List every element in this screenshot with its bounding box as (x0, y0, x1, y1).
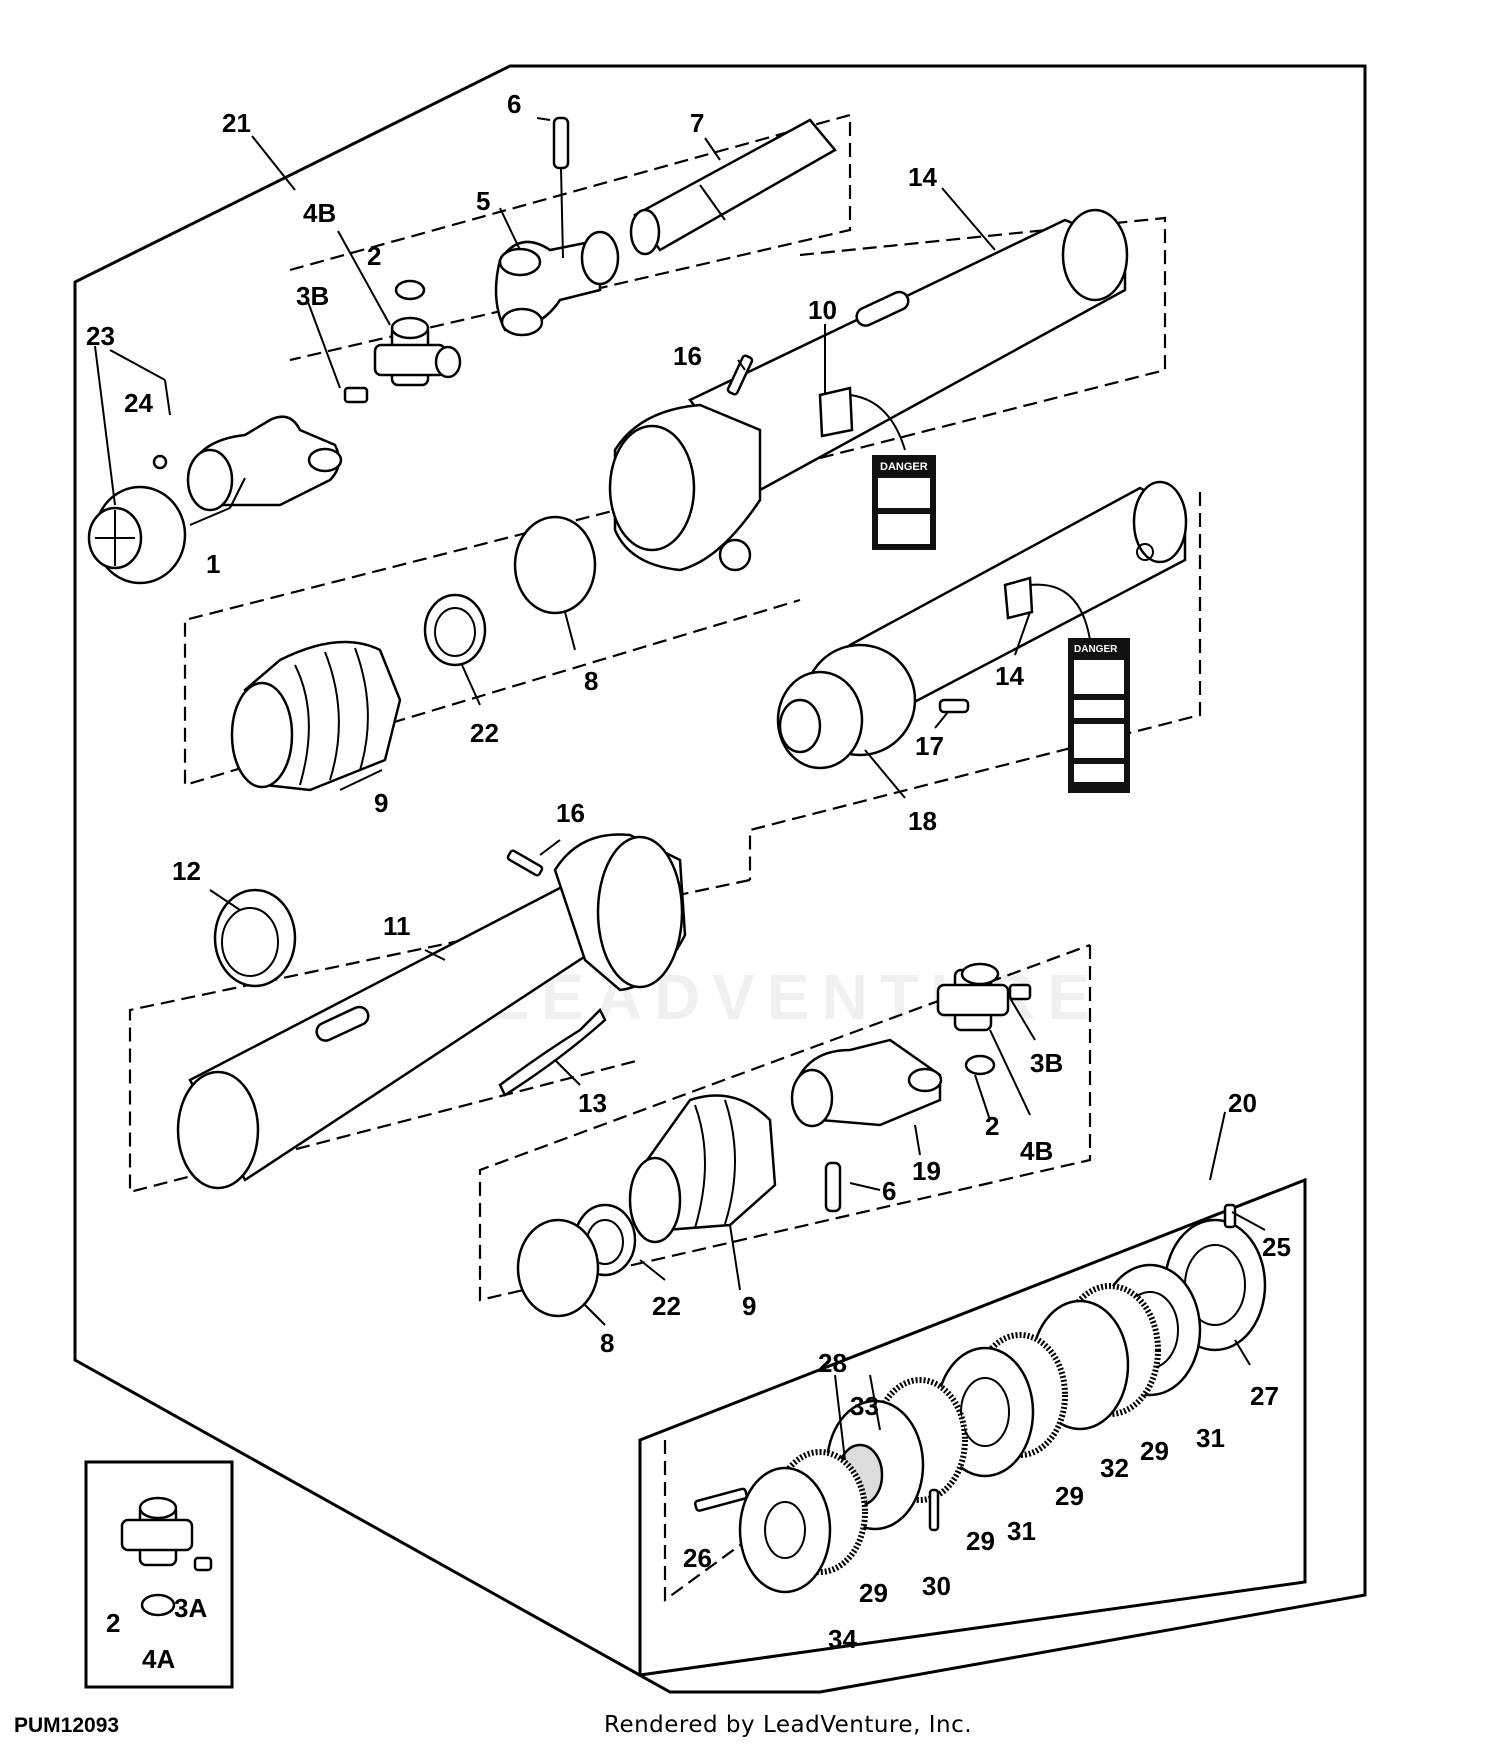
part-8-clamp-upper (513, 515, 597, 615)
callout-31-b: 31 (1007, 1516, 1036, 1546)
guide-inner-tube (748, 492, 1202, 880)
callout-13: 13 (578, 1088, 607, 1118)
part-26-bolt (693, 1487, 748, 1512)
part-2-snap-ring-lower (964, 1054, 996, 1076)
callout-29-b: 29 (1055, 1481, 1084, 1511)
inset-cross-kit (120, 1496, 213, 1617)
part-14-inner-tube (848, 480, 1188, 722)
danger-decal-lower: DANGER (1068, 638, 1130, 793)
part-4b-cross-kit-lower (936, 962, 1010, 1032)
callout-6: 6 (507, 89, 521, 119)
part-3b-grease-fitting-lower (1008, 983, 1032, 1001)
part-5-yoke (494, 230, 620, 337)
callout-11: 11 (383, 911, 411, 941)
part-9-bellows-upper (230, 640, 402, 792)
callout-25: 25 (1262, 1232, 1291, 1262)
part-3b-grease-fitting (343, 386, 369, 404)
guide-lower-yoke (478, 943, 1092, 1302)
callout-14-inner: 14 (995, 661, 1024, 691)
callout-14: 14 (908, 162, 937, 192)
callout-29: 29 (1140, 1436, 1169, 1466)
part-30-pin (928, 1488, 940, 1532)
svg-text:DANGER: DANGER (1074, 644, 1118, 655)
inset-cross-kit-box (84, 1460, 234, 1689)
part-25-bolt (1223, 1203, 1237, 1229)
callout-2-inset: 2 (106, 1608, 120, 1638)
part-16-screw-lower (506, 849, 544, 877)
guide-lower-tube (128, 878, 751, 1194)
part-14-outer-guard (608, 208, 1129, 572)
part-12-guard-bearing (213, 888, 297, 988)
callout-16: 16 (673, 341, 702, 371)
part-13-chain (498, 1007, 607, 1097)
callout-26: 26 (683, 1543, 712, 1573)
part-9-bellows-lower (628, 1094, 777, 1244)
danger-decal-upper: DANGER (872, 455, 936, 550)
callout-21: 21 (222, 108, 251, 138)
callout-16-lower: 16 (556, 798, 585, 828)
render-credit: Rendered by LeadVenture, Inc. (604, 1712, 973, 1738)
callout-22: 22 (470, 718, 499, 748)
diagram-id-label: PUM12093 (14, 1714, 120, 1737)
svg-text:DANGER: DANGER (880, 461, 928, 473)
assembly-frame (73, 64, 1367, 1694)
guide-upper-yoke (289, 113, 852, 362)
part-16-screw (726, 354, 754, 396)
part-10-danger-decal (818, 386, 854, 438)
callout-29-c: 29 (966, 1526, 995, 1556)
callout-9: 9 (374, 788, 388, 818)
part-4b-cross-kit (373, 316, 462, 387)
part-6-spring-pin-lower (824, 1161, 842, 1213)
callout-7: 7 (690, 108, 704, 138)
part-11-outer-tube (176, 833, 687, 1190)
callout-33: 33 (850, 1391, 879, 1421)
callout-20: 20 (1228, 1088, 1257, 1118)
callout-17: 17 (915, 731, 944, 761)
part-8-clamp-lower (516, 1218, 600, 1318)
part-6-spring-pin (552, 116, 570, 170)
clutch-subassembly-box (638, 1177, 1307, 1677)
part-24-bearing-ball (152, 454, 168, 470)
callout-8: 8 (584, 666, 598, 696)
part-23-guard-bearing (87, 485, 187, 585)
callout-10: 10 (808, 295, 837, 325)
part-34-flange-yoke (738, 1466, 832, 1594)
callout-34: 34 (828, 1624, 857, 1654)
callout-8-lower: 8 (600, 1328, 614, 1358)
callout-30: 30 (922, 1571, 951, 1601)
callout-3a: 3A (174, 1593, 207, 1623)
callout-4b: 4B (303, 198, 336, 228)
callout-27: 27 (1250, 1381, 1279, 1411)
part-18-bearing-sleeve (776, 643, 917, 770)
callout-19: 19 (912, 1156, 941, 1186)
leader-lines (94, 117, 1266, 1461)
callout-3b: 3B (296, 281, 329, 311)
callout-2: 2 (367, 241, 381, 271)
callout-23: 23 (86, 321, 115, 351)
callout-24: 24 (124, 388, 153, 418)
callout-28: 28 (818, 1348, 847, 1378)
callout-18: 18 (908, 806, 937, 836)
callout-12: 12 (172, 856, 201, 886)
callout-31: 31 (1196, 1423, 1225, 1453)
part-2-snap-ring (394, 279, 426, 301)
callout-2-lower: 2 (985, 1111, 999, 1141)
callout-3b-lower: 3B (1030, 1048, 1063, 1078)
callout-32: 32 (1100, 1453, 1129, 1483)
callout-5: 5 (476, 186, 490, 216)
part-1-yoke (186, 415, 343, 512)
callout-4a: 4A (142, 1644, 175, 1674)
part-19-yoke (790, 1038, 943, 1128)
callout-29-d: 29 (859, 1578, 888, 1608)
part-7-inner-profile-tube (629, 118, 837, 256)
part-17-grease-fitting (938, 698, 970, 714)
callout-4b-lower: 4B (1020, 1136, 1053, 1166)
callout-22-lower: 22 (652, 1291, 681, 1321)
part-22-bearing-ring-upper (423, 593, 487, 667)
callout-1: 1 (206, 549, 220, 579)
callout-9-lower: 9 (742, 1291, 756, 1321)
callout-6-lower: 6 (882, 1176, 896, 1206)
